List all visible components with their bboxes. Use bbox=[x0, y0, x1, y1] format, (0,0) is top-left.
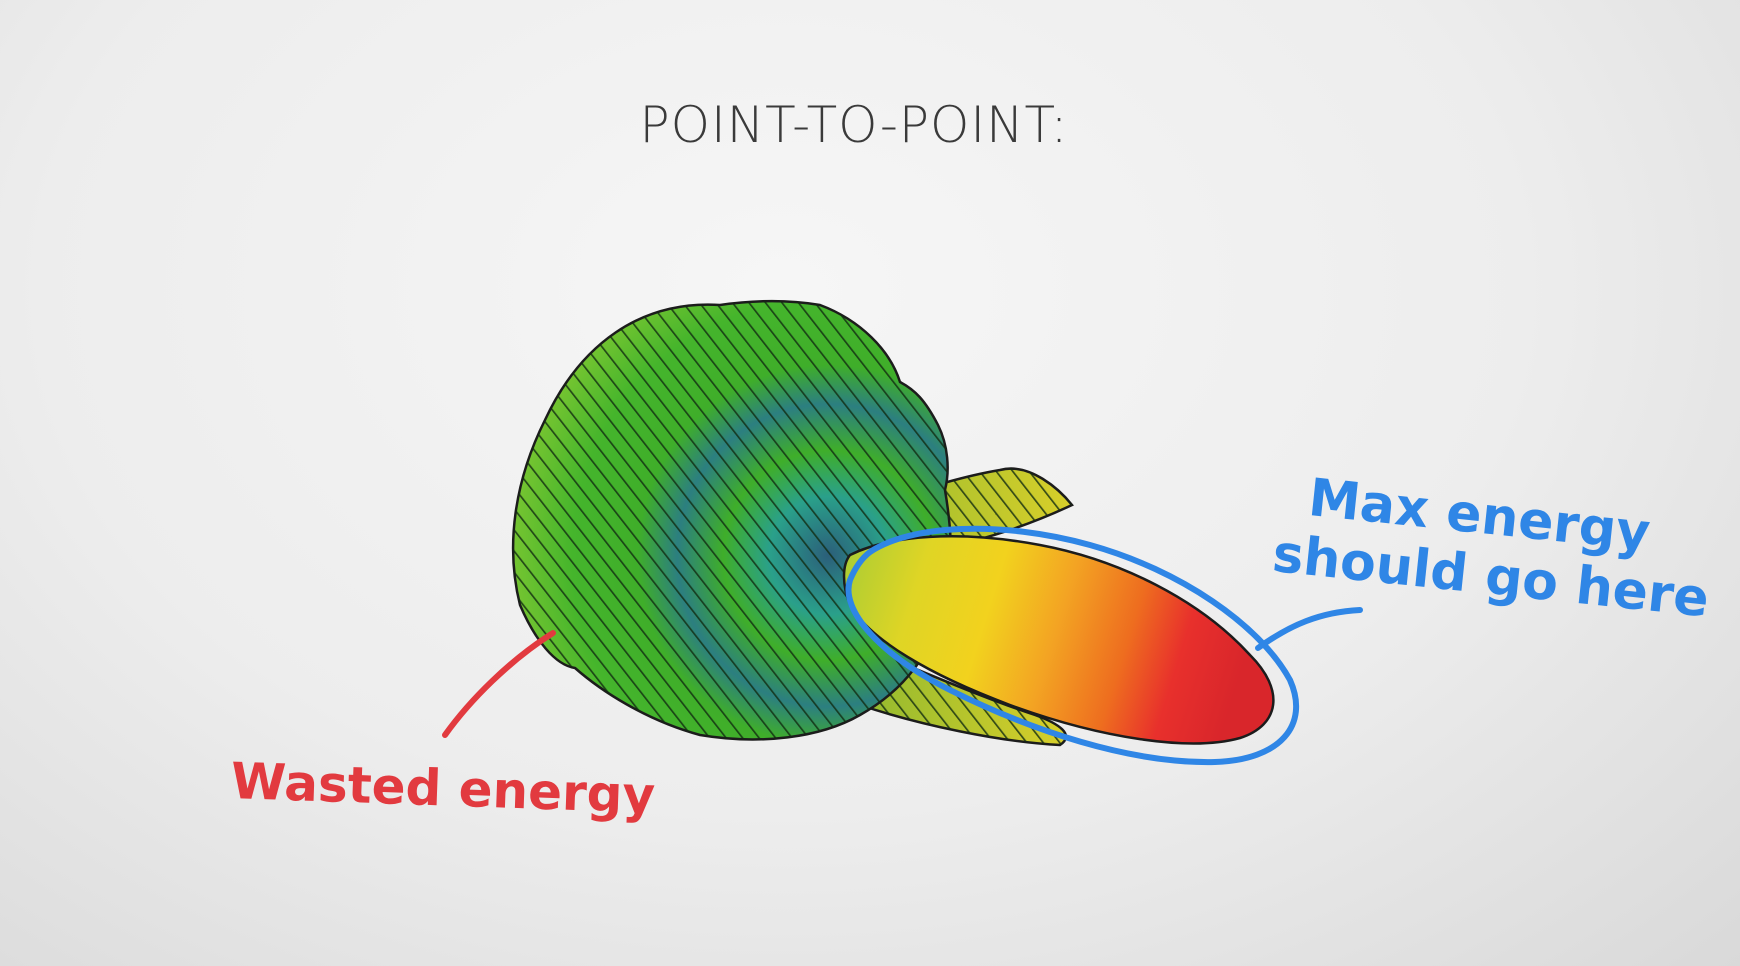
wasted-energy-leader bbox=[442, 630, 556, 738]
max-energy-highlight bbox=[845, 525, 1363, 766]
main-lobe bbox=[842, 535, 1275, 745]
rear-lobe bbox=[511, 300, 952, 741]
diagram-title: POINT-TO-POINT: bbox=[639, 96, 1069, 154]
